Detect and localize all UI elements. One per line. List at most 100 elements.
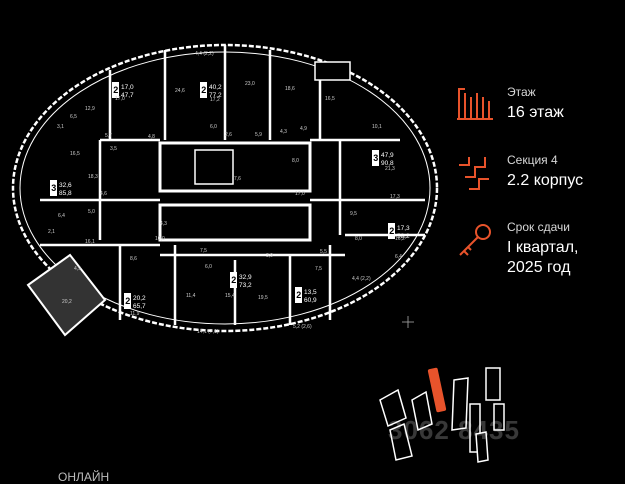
floor-value: 16 этаж <box>507 104 564 121</box>
room-area-label: 11,9 <box>130 311 140 317</box>
room-area-label: 7,6 <box>234 176 241 182</box>
room-area-label: 17,2 <box>210 97 220 103</box>
area-total: 58,2 <box>397 233 410 240</box>
room-area-label: 4,8 <box>148 134 155 140</box>
room-area-label: 24,6 <box>175 88 185 94</box>
selected-section-marker[interactable] <box>427 367 447 413</box>
room-area-label: 5,0 <box>88 209 95 215</box>
elevator-bank <box>158 203 312 242</box>
room-area-label: 17,0 <box>115 96 125 102</box>
rooms-count: 2 <box>113 85 118 95</box>
room-area-label: 14,1 (7,1) <box>197 329 219 335</box>
room-area-label: 18,3 <box>88 174 98 180</box>
rooms-count: 3 <box>51 183 56 193</box>
area-total: 73,2 <box>239 282 252 289</box>
rooms-count: 3 <box>373 153 378 163</box>
balcony-top <box>314 61 351 81</box>
rooms-count: 2 <box>296 290 301 300</box>
room-area-label: 5,2 (2,6) <box>293 324 312 330</box>
room-area-label: 17,3 <box>390 194 400 200</box>
room-area-label: 16,2 <box>395 236 405 242</box>
compass-icon <box>402 316 414 328</box>
rooms-badge-box <box>230 272 237 288</box>
area-total: 60,9 <box>304 297 317 304</box>
room-area-label: 4,3 <box>280 129 287 135</box>
rooms-badge-box <box>200 82 207 98</box>
rooms-badge-box <box>295 287 302 303</box>
floor-label: Этаж <box>507 85 536 99</box>
room-area-label: 10,0 <box>155 236 165 242</box>
room-area-label: 11,4 <box>186 293 196 299</box>
rooms-badge-box <box>372 150 379 166</box>
rooms-count: 2 <box>231 275 236 285</box>
area-living: 17,3 <box>397 225 410 232</box>
room-area-label: 8,0 <box>292 158 299 164</box>
room-area-label: 4,3 <box>160 221 167 227</box>
room-area-label: 4,9 <box>300 126 307 132</box>
room-area-label: 4,4 (2,2) <box>352 276 371 282</box>
room-area-label: 6,4 <box>395 254 402 260</box>
section-map[interactable] <box>370 360 550 470</box>
room-area-label: 6,0 <box>210 124 217 130</box>
rooms-badge-box <box>124 293 131 309</box>
area-living: 20,2 <box>133 295 146 302</box>
room-area-label: 2,1 <box>48 229 55 235</box>
room-area-label: 19,5 <box>258 295 268 301</box>
room-area-label: 2,6 <box>225 132 232 138</box>
area-living: 13,5 <box>304 289 317 296</box>
building-floors-icon <box>457 88 493 120</box>
room-area-label: 3,1 <box>57 124 64 130</box>
room-area-label: 8,6 <box>130 256 137 262</box>
rooms-count: 2 <box>201 85 206 95</box>
room-area-label: 20,2 <box>62 299 72 305</box>
area-total: 65,7 <box>133 303 146 310</box>
room-area-label: 7,5 <box>200 248 207 254</box>
room-area-label: 18,6 <box>285 86 295 92</box>
room-area-label: 6,0 <box>205 264 212 270</box>
room-area-label: 16,5 <box>325 96 335 102</box>
room-area-label: 15,4 <box>225 293 235 299</box>
room-area-label: 6,5 <box>70 114 77 120</box>
section-value: 2.2 корпус <box>507 172 584 189</box>
room-area-label: 21,3 <box>385 166 395 172</box>
deadline-value-line2: 2025 год <box>507 259 571 276</box>
area-total: 85,8 <box>59 190 72 197</box>
elevator-core <box>158 141 312 193</box>
area-total: 47,7 <box>121 92 134 99</box>
area-total: 90,8 <box>381 160 394 167</box>
rooms-badge-box <box>112 82 119 98</box>
key-icon <box>459 224 491 256</box>
brand-logo: ОНЛАЙН <box>58 470 110 484</box>
room-area-label: 4,4 (2,2) <box>195 51 214 57</box>
rooms-count: 2 <box>389 226 394 236</box>
section-label: Секция 4 <box>507 153 558 167</box>
room-area-label: 6,4 <box>58 213 65 219</box>
area-living: 32,9 <box>239 274 252 281</box>
room-area-label: 4,9 <box>74 266 81 272</box>
room-area-label: 4,6 <box>100 191 107 197</box>
walls <box>40 45 425 325</box>
area-living: 47,9 <box>381 152 394 159</box>
room-area-label: 5,9 <box>255 132 262 138</box>
room-area-label: 12,9 <box>85 106 95 112</box>
area-total: 77,2 <box>209 92 222 99</box>
room-area-label: 10,1 <box>372 124 382 130</box>
room-area-label: 7,5 <box>315 266 322 272</box>
room-area-label: 16,5 <box>70 151 80 157</box>
rooms-badge-box <box>388 223 395 239</box>
section-building-icon <box>459 157 489 190</box>
balcony <box>26 253 107 337</box>
room-area-label: 3,9 <box>266 253 273 259</box>
room-area-label: 8,0 <box>355 236 362 242</box>
